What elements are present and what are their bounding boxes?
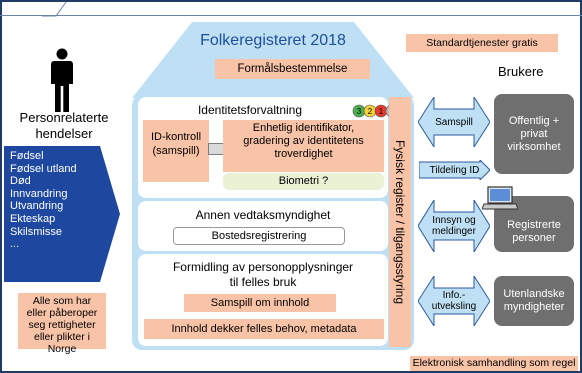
- samspill-arrow: Samspill: [418, 97, 490, 147]
- svg-text:2: 2: [368, 107, 373, 116]
- id-connector: [208, 143, 224, 155]
- fysisk-register-label: Fysisk register / tilgangsstyring: [393, 139, 407, 305]
- list-item: ...: [10, 238, 20, 251]
- biometri-box: Biometri ?: [223, 173, 384, 190]
- register-title: Folkeregisteret 2018: [200, 32, 346, 49]
- innhold-metadata-box: Innhold dekker felles behov, metadata: [144, 319, 384, 339]
- info-utveksling-label: Info.-utveksling: [431, 290, 477, 312]
- list-item: Fødsel utland: [10, 162, 77, 175]
- elektronisk-samhandling-box: Elektronisk samhandling som regel: [410, 356, 578, 371]
- samspill-label: Samspill: [435, 116, 473, 128]
- info-utveksling-arrow: Info.-utveksling: [418, 276, 490, 326]
- id-kontroll-box: ID-kontroll (samspill): [143, 120, 209, 182]
- standardtjenester-box: Standardtjenester gratis: [406, 34, 558, 52]
- hendelser-arrow: Fødsel Fødsel utland Død Innvandring Utv…: [4, 146, 120, 282]
- laptop-icon: [482, 186, 518, 210]
- bostedsregistrering-box: Bostedsregistrering: [173, 227, 345, 245]
- person-icon: [50, 48, 74, 112]
- enhetlig-identifikator-box: Enhetlig identifikator, gradering av ide…: [223, 120, 384, 172]
- identitetsforvaltning-title: Identitetsforvaltning: [197, 103, 303, 117]
- hendelser-list: Fødsel Fødsel utland Død Innvandring Utv…: [10, 150, 77, 251]
- brukere-heading: Brukere: [498, 64, 544, 79]
- tildeling-id-label: Tildeling ID: [429, 164, 480, 176]
- list-item: Død: [10, 175, 31, 188]
- formalsbestemmelse-box: Formålsbestemmelse: [215, 59, 370, 79]
- samspill-om-innhold-box: Samspill om innhold: [184, 294, 336, 312]
- alle-som-har-box: Alle som har eller påberoper seg rettigh…: [18, 293, 106, 355]
- list-item: Fødsel: [10, 150, 44, 162]
- svg-text:3: 3: [357, 107, 362, 116]
- tildeling-id-arrow: Tildeling ID: [419, 160, 490, 180]
- svg-text:1: 1: [379, 107, 384, 116]
- header-notch: [42, 0, 82, 18]
- annen-vedtaksmyndighet-title: Annen vedtaksmyndighet: [195, 208, 331, 222]
- formidling-title: Formidling av personopplysninger til fel…: [172, 260, 354, 289]
- list-item: Skilsmisse: [10, 225, 62, 238]
- slide-header-bar: [0, 0, 582, 16]
- fysisk-register-bar: Fysisk register / tilgangsstyring: [389, 97, 411, 347]
- list-item: Innvandring: [10, 187, 68, 200]
- personrelaterte-heading: Personrelaterte hendelser: [19, 110, 109, 141]
- list-item: Utvandring: [10, 200, 64, 213]
- list-item: Ekteskap: [10, 212, 56, 225]
